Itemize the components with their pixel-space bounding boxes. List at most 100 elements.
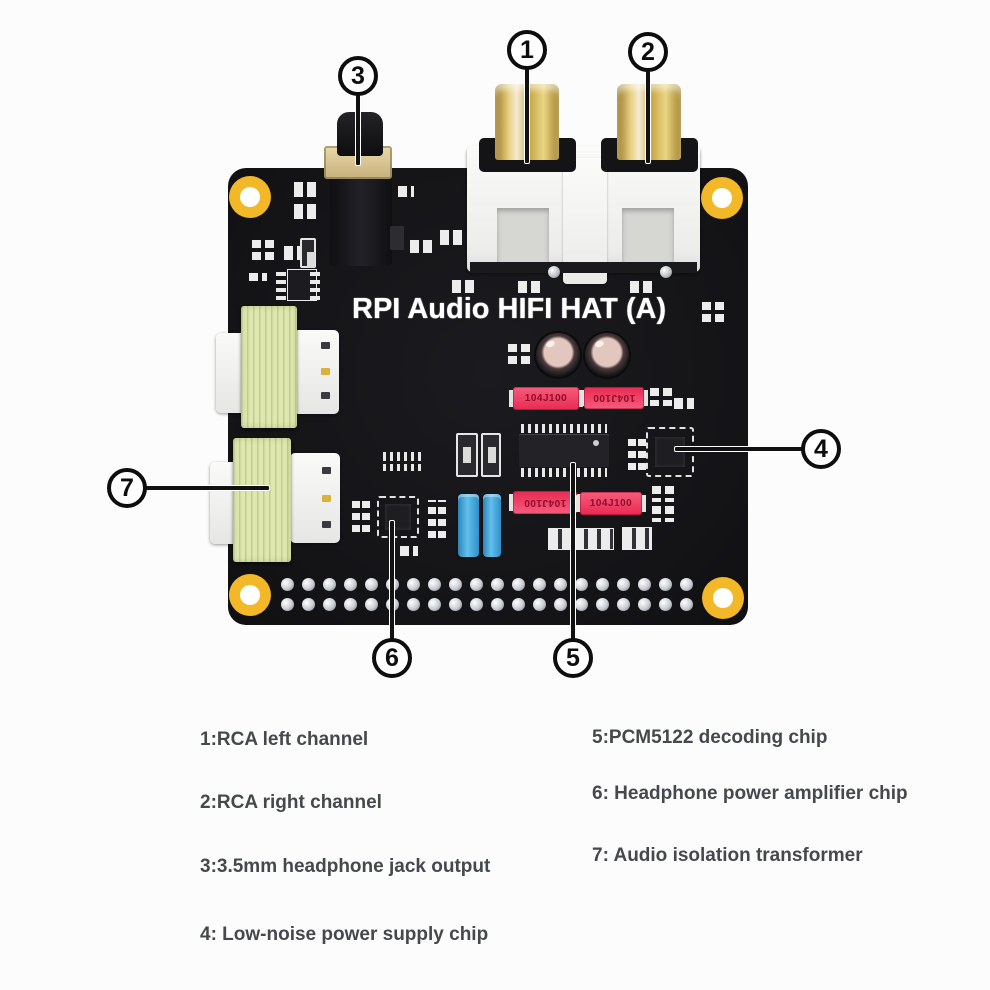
film-capacitor: 104J100	[584, 387, 644, 409]
smd-pad-row	[622, 527, 652, 550]
smd-pad	[650, 388, 672, 406]
gpio-header	[281, 578, 693, 618]
leader-line-3	[355, 94, 361, 166]
smd-pad	[398, 186, 414, 197]
chip-pins	[521, 424, 607, 433]
gpio-pin-row	[281, 598, 693, 612]
smd-pad	[383, 452, 423, 461]
gpio-solder-pad	[575, 578, 588, 591]
gpio-solder-pad	[281, 598, 294, 611]
gpio-solder-pad	[323, 578, 336, 591]
chip-pins	[521, 468, 607, 477]
gpio-solder-pad	[323, 598, 336, 611]
callout-4: 4	[801, 429, 841, 469]
legend-item-6: 6: Headphone power amplifier chip	[592, 783, 908, 804]
callout-7: 7	[107, 468, 147, 508]
gpio-solder-pad	[512, 578, 525, 591]
gpio-solder-pad	[512, 598, 525, 611]
smd-pad	[252, 240, 274, 260]
leader-line-5	[570, 462, 576, 640]
gpio-solder-pad	[554, 598, 567, 611]
film-capacitor-label: 104J100	[589, 498, 633, 509]
rca-screw-right	[660, 266, 672, 278]
smd-pad	[518, 281, 540, 293]
gpio-solder-pad	[281, 578, 294, 591]
smd-pad	[628, 436, 648, 470]
legend-item-1: 1:RCA left channel	[200, 729, 369, 750]
gpio-solder-pad	[617, 598, 630, 611]
electrolytic-capacitor	[536, 333, 580, 377]
callout-3: 3	[338, 56, 378, 96]
smd-pad	[440, 230, 464, 245]
headphone-jack-body	[330, 176, 392, 266]
transformer-connector	[293, 330, 339, 414]
gpio-solder-pad	[302, 578, 315, 591]
chip-pins	[310, 270, 320, 300]
gpio-solder-pad	[344, 598, 357, 611]
headphone-jack-side-tab	[390, 226, 404, 250]
gpio-solder-pad	[491, 598, 504, 611]
transformer-connector	[290, 453, 340, 543]
mount-hole-top-left	[229, 176, 271, 218]
chip-pins	[276, 270, 286, 300]
gpio-solder-pad	[575, 598, 588, 611]
gpio-solder-pad	[533, 598, 546, 611]
gpio-solder-pad	[449, 598, 462, 611]
smd-pad	[428, 500, 446, 538]
mount-hole-bottom-right	[702, 577, 744, 619]
leader-line-1	[524, 68, 530, 164]
gpio-solder-pad	[554, 578, 567, 591]
film-capacitor-label: 104J100	[524, 393, 568, 404]
smd-component	[481, 433, 501, 477]
gpio-solder-pad	[428, 578, 441, 591]
film-capacitor: 104J100	[509, 387, 583, 410]
callout-2: 2	[628, 32, 668, 72]
smd-pad	[294, 204, 316, 219]
headphone-amplifier-chip	[377, 496, 419, 538]
gpio-solder-pad	[302, 598, 315, 611]
smd-pad	[630, 281, 652, 293]
film-capacitor: 104J100	[576, 492, 646, 515]
rca-screw-left	[548, 266, 560, 278]
gpio-solder-pad	[470, 598, 483, 611]
gpio-solder-pad	[491, 578, 504, 591]
connector-pad	[321, 392, 330, 399]
gpio-solder-pad	[344, 578, 357, 591]
leader-line-6	[389, 520, 395, 640]
gpio-solder-pad	[638, 598, 651, 611]
smd-pad-row	[548, 528, 614, 550]
mount-hole-bottom-left	[229, 574, 271, 616]
connector-pad	[322, 495, 331, 502]
audio-isolation-transformer-lower	[233, 438, 291, 562]
smd-component	[300, 238, 316, 268]
gpio-solder-pad	[428, 598, 441, 611]
leader-line-7	[145, 485, 270, 491]
gpio-solder-pad	[449, 578, 462, 591]
callout-6: 6	[372, 638, 412, 678]
gpio-pin-row	[281, 578, 693, 592]
gpio-solder-pad	[596, 598, 609, 611]
legend-item-3: 3:3.5mm headphone jack output	[200, 856, 491, 877]
smd-pad	[410, 240, 432, 253]
rca-housing-base-strip	[470, 262, 697, 273]
smd-pad	[284, 246, 300, 260]
electrolytic-capacitor	[585, 333, 629, 377]
callout-1: 1	[507, 30, 547, 70]
smd-pad	[400, 546, 418, 556]
gpio-solder-pad	[680, 578, 693, 591]
legend-item-7: 7: Audio isolation transformer	[592, 845, 863, 866]
gpio-solder-pad	[365, 598, 378, 611]
gpio-solder-pad	[533, 578, 546, 591]
gpio-solder-pad	[470, 578, 483, 591]
connector-pad	[321, 342, 330, 349]
connector-pad	[322, 521, 331, 528]
legend-item-5: 5:PCM5122 decoding chip	[592, 727, 828, 748]
smd-pad	[249, 273, 267, 281]
callout-5: 5	[553, 638, 593, 678]
gpio-solder-pad	[638, 578, 651, 591]
gpio-solder-pad	[596, 578, 609, 591]
leader-line-2	[645, 70, 651, 164]
gpio-solder-pad	[365, 578, 378, 591]
gpio-solder-pad	[617, 578, 630, 591]
